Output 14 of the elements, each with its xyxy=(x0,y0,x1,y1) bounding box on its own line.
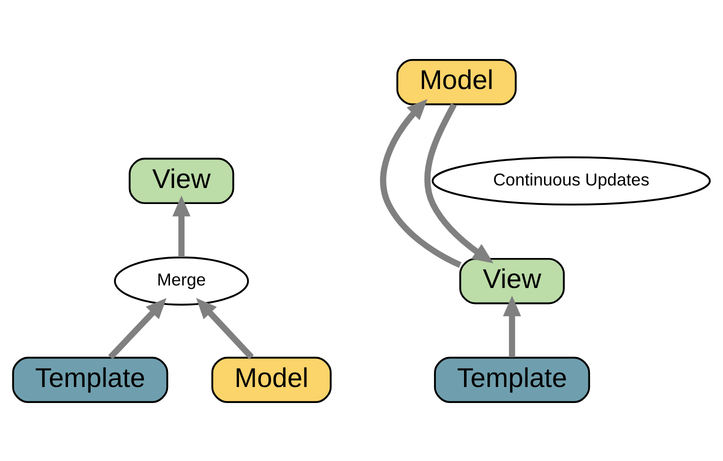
node-box: Model xyxy=(211,356,332,402)
node-box: Model xyxy=(396,58,517,105)
arrow xyxy=(108,298,167,359)
node-ellipse: Continuous Updates xyxy=(432,156,711,206)
node-box: View xyxy=(128,157,234,204)
node-ellipse: Merge xyxy=(114,256,249,306)
node-box: Template xyxy=(434,356,590,402)
arrow xyxy=(503,295,522,357)
node-box: Template xyxy=(12,356,168,402)
arrow xyxy=(424,102,494,263)
node-box: View xyxy=(459,257,565,304)
arrow xyxy=(172,195,190,257)
arrow xyxy=(196,298,254,359)
arrow xyxy=(380,98,462,268)
